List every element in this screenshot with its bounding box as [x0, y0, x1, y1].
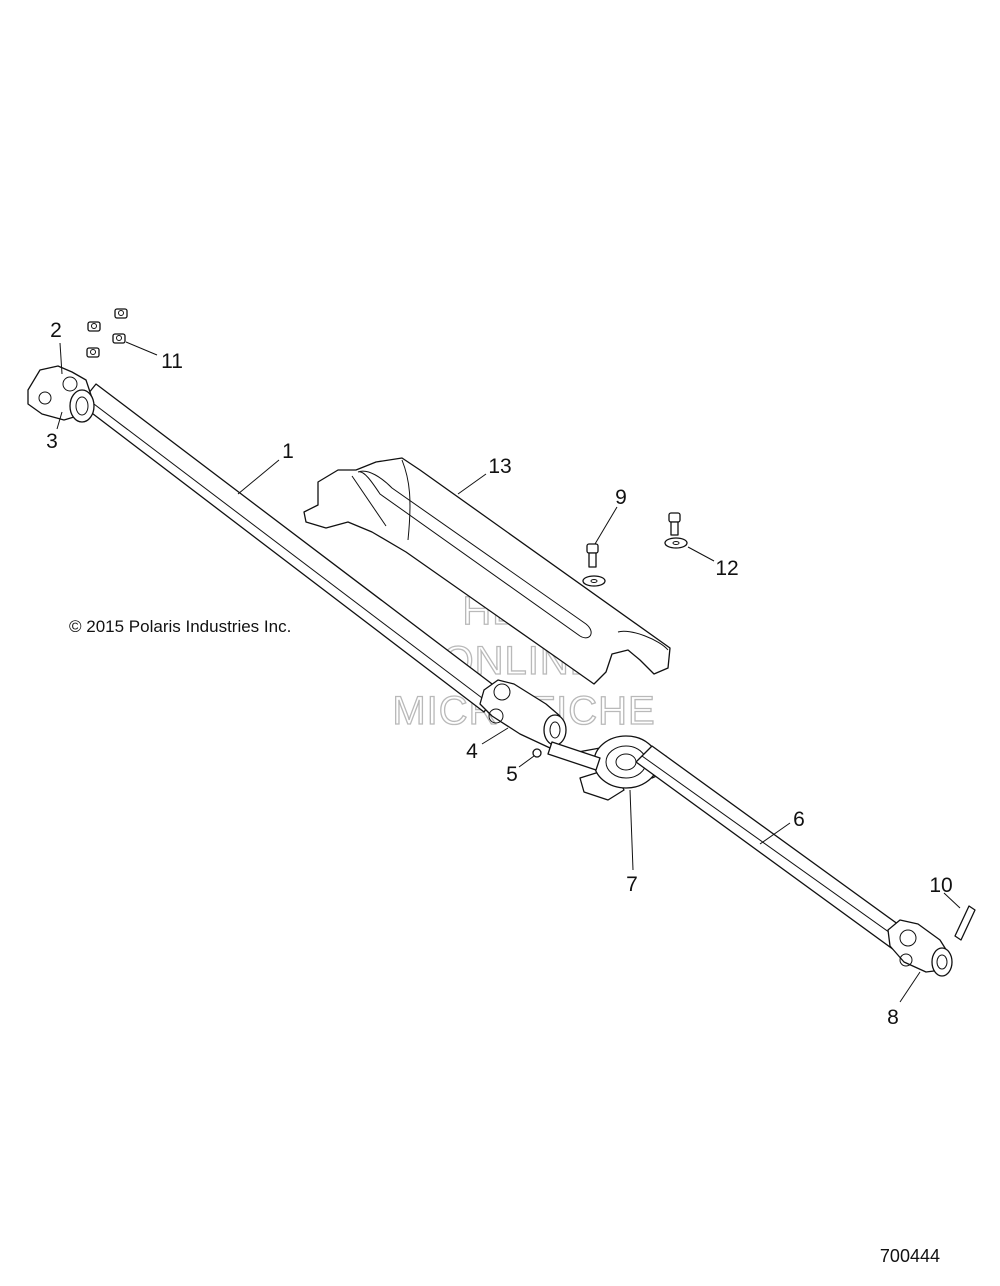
part-11-bolts — [86, 308, 128, 358]
part-7-carrier-bearing — [547, 735, 671, 801]
part-2-front-yoke — [27, 365, 95, 423]
part-10-roll-pin — [954, 905, 976, 941]
callout-9: 9 — [615, 486, 627, 509]
part-6-rear-prop-shaft — [635, 745, 907, 951]
callout-5: 5 — [506, 763, 518, 786]
callout-12: 12 — [715, 557, 738, 580]
callout-10: 10 — [929, 874, 952, 897]
callout-11: 11 — [161, 350, 183, 373]
callout-6: 6 — [793, 808, 805, 831]
callout-3: 3 — [46, 430, 58, 453]
copyright-notice: © 2015 Polaris Industries Inc. — [69, 617, 291, 636]
callout-8: 8 — [887, 1006, 899, 1029]
leader-lines — [56, 341, 961, 1003]
callout-7: 7 — [626, 873, 638, 896]
diagram-number: 700444 — [880, 1246, 940, 1266]
part-8-rear-yoke — [887, 919, 953, 977]
callout-1: 1 — [282, 440, 294, 463]
part-5-grease-fitting — [532, 748, 542, 758]
callout-2: 2 — [50, 319, 62, 342]
part-13-shaft-guard — [303, 457, 671, 685]
callout-13: 13 — [488, 455, 511, 478]
callout-4: 4 — [466, 740, 478, 763]
part-9-bolt-and-washer — [582, 543, 606, 587]
callouts: 1 2 3 4 5 6 7 8 9 10 11 12 13 — [46, 319, 953, 1029]
part-12-bolt-and-washer — [664, 512, 688, 549]
